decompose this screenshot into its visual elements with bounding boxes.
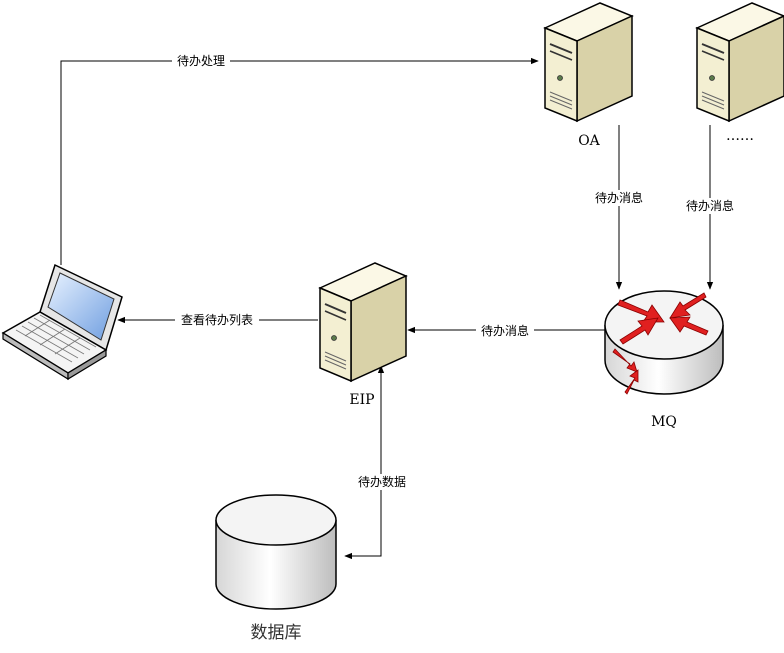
oa-server-icon <box>543 2 634 123</box>
edge-laptop-to-oa: 待办处理 <box>60 53 539 265</box>
edge-label-oa-message: 待办消息 <box>595 190 643 205</box>
database-icon <box>215 494 337 610</box>
mq-label: MQ <box>651 414 677 430</box>
edge-eip-to-laptop: 查看待办列表 <box>117 312 318 328</box>
database-label: 数据库 <box>251 623 302 643</box>
laptop-icon <box>1 263 123 381</box>
edge-label-other-message: 待办消息 <box>686 198 734 213</box>
oa-label: OA <box>578 133 600 149</box>
eip-label: EIP <box>349 392 374 408</box>
mq-router-icon <box>604 290 724 395</box>
eip-server-icon <box>318 262 408 383</box>
edge-mq-to-eip: 待办消息 <box>407 323 605 339</box>
other-server-icon <box>695 2 784 123</box>
edge-label-pending-data: 待办数据 <box>358 474 406 489</box>
edge-db-to-eip: 待办数据 <box>344 365 411 560</box>
edge-label-mq-message: 待办消息 <box>481 323 529 338</box>
edge-other-to-mq: 待办消息 <box>681 125 739 290</box>
other-server-label: …… <box>726 128 754 144</box>
edge-label-view-list: 查看待办列表 <box>181 312 253 327</box>
edge-label-pending-handling: 待办处理 <box>177 53 225 68</box>
edge-oa-to-mq: 待办消息 <box>590 125 648 290</box>
